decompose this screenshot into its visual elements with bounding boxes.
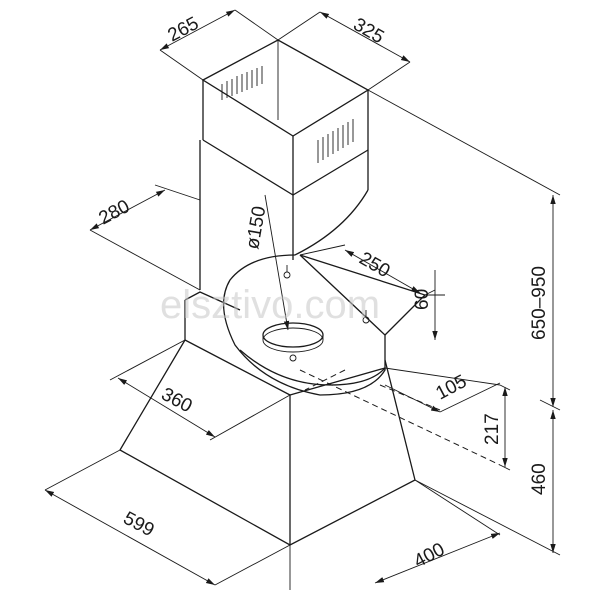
lower-chimney [199, 140, 369, 290]
dim-265-label: 265 [164, 13, 202, 46]
dimension-lines [44, 9, 561, 590]
vent-slots-left [221, 66, 263, 100]
dim-599-label: 599 [120, 508, 158, 541]
upper-chimney [201, 39, 370, 196]
hidden-lines [299, 369, 501, 466]
dim-360-label: 360 [158, 384, 196, 417]
watermark-text: elsztivo.com [160, 283, 380, 327]
dim-60-label: 60 [412, 289, 433, 310]
dim-250-label: 250 [356, 248, 394, 282]
vent-slots-right [317, 119, 354, 163]
mount-screws [283, 265, 370, 362]
dim-150-label: ø150 [242, 205, 270, 251]
dim-650-950-label: 650–950 [529, 266, 550, 340]
dimension-labels: 265 325 280 ø150 250 60 650–950 360 105 … [95, 13, 550, 572]
dim-325-label: 325 [350, 14, 388, 48]
dim-460-label: 460 [529, 463, 550, 495]
dim-400-label: 400 [410, 539, 448, 572]
duct-opening [262, 322, 324, 353]
dim-217-label: 217 [482, 413, 503, 445]
hood-body [119, 291, 416, 546]
